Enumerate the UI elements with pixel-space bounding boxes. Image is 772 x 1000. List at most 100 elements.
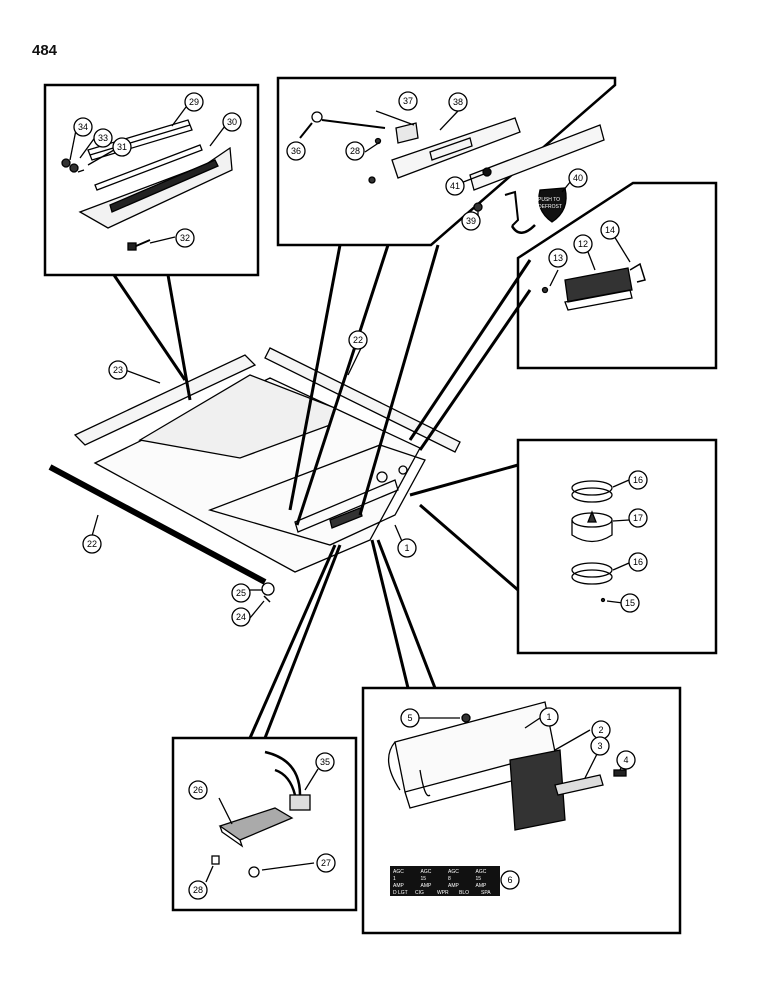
callout-c27: 27 bbox=[316, 853, 336, 873]
callout-number: 22 bbox=[353, 335, 363, 345]
callout-c12: 12 bbox=[573, 234, 593, 254]
callout-circle bbox=[628, 552, 648, 572]
bezel-part-16-bottom bbox=[571, 562, 613, 585]
callout-c17: 17 bbox=[628, 508, 648, 528]
callout-number: 4 bbox=[623, 755, 628, 765]
callout-c28a: 28 bbox=[188, 880, 208, 900]
socket-part-28 bbox=[211, 855, 220, 865]
callout-circle bbox=[315, 752, 335, 772]
callout-circle bbox=[461, 211, 481, 231]
callout-number: 37 bbox=[403, 96, 413, 106]
inset-leaders bbox=[112, 244, 532, 739]
callout-c30: 30 bbox=[222, 112, 242, 132]
callout-circle bbox=[573, 234, 593, 254]
fuse-label-cell: 15 bbox=[476, 876, 482, 882]
callout-number: 15 bbox=[625, 598, 635, 608]
fuse-label-cell: 15 bbox=[421, 876, 427, 882]
callout-number: 16 bbox=[633, 557, 643, 567]
fastener-parts-31-34 bbox=[61, 158, 85, 173]
callout-c1a: 1 bbox=[397, 538, 417, 558]
callout-c37: 37 bbox=[398, 91, 418, 111]
callout-c24: 24 bbox=[231, 607, 251, 627]
callout-number: 1 bbox=[546, 712, 551, 722]
fuse-label-cell: 8 bbox=[448, 876, 451, 882]
inset-dome-light bbox=[171, 736, 358, 912]
callout-number: 39 bbox=[466, 216, 476, 226]
callout-circle bbox=[188, 780, 208, 800]
callout-number: 16 bbox=[633, 475, 643, 485]
inset-louver bbox=[516, 181, 718, 370]
inset-defrost-control bbox=[276, 76, 617, 247]
callout-circle bbox=[628, 508, 648, 528]
callout-circle bbox=[568, 168, 588, 188]
fuse-label-cell: D LGT bbox=[393, 890, 408, 896]
page-number: 484 bbox=[32, 42, 58, 59]
callout-circle bbox=[628, 470, 648, 490]
callout-number: 35 bbox=[320, 757, 330, 767]
callout-c16b: 16 bbox=[628, 552, 648, 572]
callout-c33: 33 bbox=[93, 128, 113, 148]
callout-number: 14 bbox=[605, 225, 615, 235]
callout-c35: 35 bbox=[315, 752, 335, 772]
callout-c5: 5 bbox=[400, 708, 420, 728]
screw-part-32 bbox=[127, 239, 151, 251]
callout-c1b: 1 bbox=[539, 707, 559, 727]
callout-circle bbox=[231, 583, 251, 603]
callout-circle bbox=[231, 607, 251, 627]
callout-number: 31 bbox=[117, 142, 127, 152]
fuse-label-cell: AGC bbox=[476, 869, 487, 875]
callout-c22b: 22 bbox=[82, 534, 102, 554]
callout-number: 28 bbox=[350, 146, 360, 156]
callout-c36: 36 bbox=[286, 141, 306, 161]
callout-number: 5 bbox=[407, 713, 412, 723]
callout-number: 28 bbox=[193, 885, 203, 895]
callout-c3: 3 bbox=[590, 736, 610, 756]
callout-circle bbox=[222, 112, 242, 132]
callout-c14: 14 bbox=[600, 220, 620, 240]
fuse-block-part-2 bbox=[509, 749, 566, 831]
callout-circle bbox=[73, 117, 93, 137]
defrost-label-line2: DEFROST bbox=[538, 204, 562, 210]
callout-c39: 39 bbox=[461, 211, 481, 231]
callout-c23: 23 bbox=[108, 360, 128, 380]
channel-part-30 bbox=[78, 144, 233, 229]
callout-c40: 40 bbox=[568, 168, 588, 188]
fuse-label-cell: BLO bbox=[459, 890, 469, 896]
callout-c16a: 16 bbox=[628, 470, 648, 490]
callout-c6: 6 bbox=[500, 870, 520, 890]
callout-circle bbox=[590, 736, 610, 756]
knob-part-40 bbox=[538, 187, 567, 223]
callout-circle bbox=[600, 220, 620, 240]
callout-circle bbox=[398, 91, 418, 111]
callout-circle bbox=[448, 92, 468, 112]
callout-circle bbox=[539, 707, 559, 727]
fuse-label-cell: WPR bbox=[437, 890, 449, 896]
callout-circle bbox=[348, 330, 368, 350]
panel-part-38 bbox=[391, 117, 521, 179]
callout-number: 23 bbox=[113, 365, 123, 375]
fuse-label-cell: AMP bbox=[476, 883, 488, 889]
gauge-part-17 bbox=[571, 510, 613, 543]
callout-number: 29 bbox=[189, 97, 199, 107]
callout-number: 36 bbox=[291, 146, 301, 156]
inset-rail-assembly bbox=[43, 83, 260, 277]
callout-c22a: 22 bbox=[348, 330, 368, 350]
callout-c2: 2 bbox=[591, 720, 611, 740]
callout-c4: 4 bbox=[616, 750, 636, 770]
fuse-label-cell: AMP bbox=[448, 883, 460, 889]
callout-c34: 34 bbox=[73, 117, 93, 137]
callout-c31: 31 bbox=[112, 137, 132, 157]
fuse-label-cell: SPA bbox=[481, 890, 491, 896]
callout-circle bbox=[500, 870, 520, 890]
fuse-label-cell: 1 bbox=[393, 876, 396, 882]
callout-circle bbox=[188, 880, 208, 900]
callout-c41: 41 bbox=[445, 176, 465, 196]
callout-circle bbox=[400, 708, 420, 728]
fuse-label-cell: AGC bbox=[448, 869, 459, 875]
fuse-label-cell: CIG bbox=[415, 890, 424, 896]
callout-circle bbox=[616, 750, 636, 770]
callout-circle bbox=[82, 534, 102, 554]
